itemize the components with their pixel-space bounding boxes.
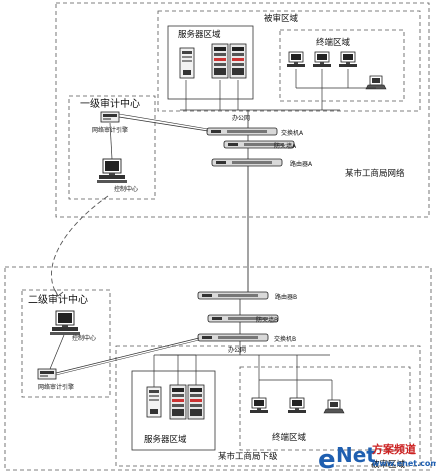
switch-b-icon: [197, 333, 269, 342]
upper-audited-zone-label: 被审区域: [264, 13, 299, 24]
audit-center-1-title: 一级审计中心: [80, 97, 140, 110]
watermark-url: www.enet.com.cn: [372, 459, 436, 468]
lower-audited-zone-boundary: [115, 345, 421, 467]
lower-office-net-label: 办公网: [228, 346, 246, 354]
desktop-pc-icon: [249, 397, 269, 414]
audit-center-2-title: 二级审计中心: [28, 293, 88, 306]
desktop-pc-icon: [287, 397, 307, 414]
upper-network-boundary: [55, 2, 430, 218]
lower-terminal-zone-label: 终端区域: [272, 432, 307, 443]
server-rack-icon: [211, 43, 229, 79]
audit-center-2: 二级审计中心 控制中心 网络审计引擎: [21, 289, 200, 398]
upper-office-net-label: 办公网: [232, 114, 250, 122]
audit-engine-2-label: 网络审计引擎: [38, 383, 74, 391]
server-rack-icon: [229, 43, 247, 79]
watermark-e: e: [318, 445, 336, 473]
router-b-label: 路由器B: [275, 293, 297, 301]
lower-network-name: 某市工商局下级: [218, 451, 278, 462]
audit-center-1: 一级审计中心 网络审计引擎 控制中心: [68, 95, 209, 200]
enet-watermark: e Net 方案频道 www.enet.com.cn: [318, 442, 436, 473]
firewall-b-label: 防火墙B: [256, 316, 278, 324]
lower-audited-zone-label: 被审区域: [371, 459, 406, 470]
upper-audited-zone-boundary: [157, 10, 421, 112]
server-tower-icon: [146, 386, 162, 418]
audit-engine-1-label: 网络审计引擎: [92, 126, 128, 134]
console-2-label: 控制中心: [72, 334, 96, 342]
server-tower-icon: [179, 47, 195, 79]
audit-link-dashed: [51, 195, 109, 297]
lower-server-zone-label: 服务器区域: [144, 434, 187, 445]
switch-a-label: 交换机A: [281, 129, 304, 137]
lower-server-zone-box: [131, 370, 216, 451]
watermark-net: Net: [336, 443, 376, 467]
lower-terminal-zone-boundary: [239, 366, 411, 451]
audit-center-1-boundary: [68, 95, 156, 200]
upper-server-zone-label: 服务器区域: [178, 29, 221, 40]
router-b-icon: [197, 291, 269, 300]
desktop-pc-icon: [338, 51, 358, 68]
server-rack-icon: [187, 384, 205, 420]
switch-a-icon: [206, 127, 278, 136]
audit-engine-2-icon: [37, 368, 57, 380]
firewall-a-label: 防火墙A: [274, 142, 297, 150]
router-a-label: 路由器A: [290, 160, 313, 168]
desktop-pc-icon: [286, 51, 306, 68]
console-pc-2-icon: [49, 310, 81, 336]
laptop-icon: [365, 75, 387, 90]
router-a-icon: [211, 158, 283, 167]
console-pc-1-icon: [96, 158, 128, 184]
switch-b-label: 交换机B: [274, 335, 296, 343]
audit-engine-1-icon: [100, 111, 120, 123]
watermark-cn: 方案频道: [372, 442, 416, 456]
lower-network-boundary: [4, 266, 432, 471]
server-rack-icon: [169, 384, 187, 420]
lower-network: 路由器B 防火墙B 交换机B 办公网 被审区域 服务器区域 终端区域: [4, 266, 432, 471]
upper-server-zone-box: [167, 25, 254, 100]
audit-center-2-boundary: [21, 289, 111, 398]
desktop-pc-icon: [312, 51, 332, 68]
upper-network-name: 某市工商局网络: [345, 168, 405, 179]
upper-network: 被审区域 服务器区域 终端区域 办公网 交换机A 防火墙A: [55, 2, 430, 218]
laptop-icon: [323, 399, 345, 414]
upper-terminal-zone-label: 终端区域: [316, 37, 351, 48]
console-1-label: 控制中心: [114, 185, 138, 193]
